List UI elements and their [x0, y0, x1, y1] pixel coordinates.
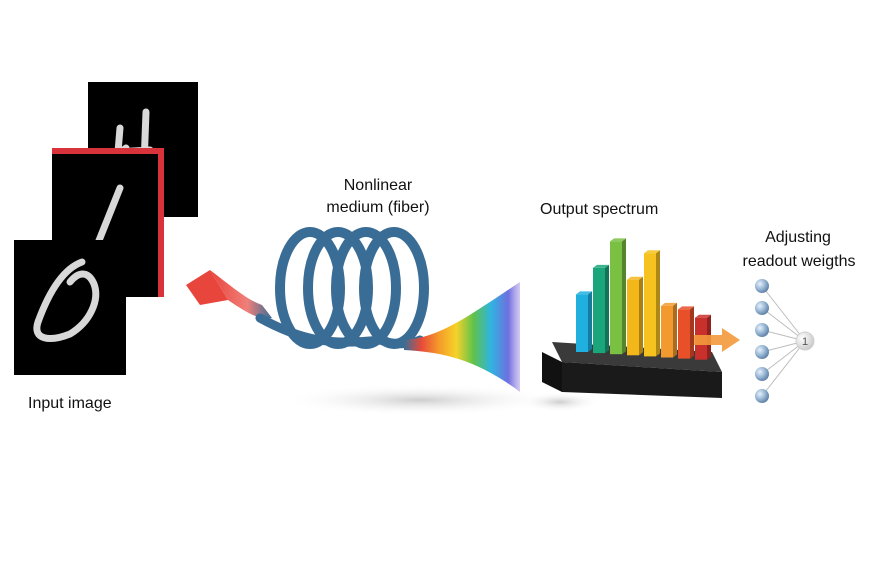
readout-input-node [755, 323, 769, 337]
readout-input-node [755, 345, 769, 359]
platform-front [562, 362, 722, 398]
spectrum-bar-5 [644, 253, 656, 357]
arrow-icon [694, 328, 740, 352]
input-card-front [14, 240, 126, 375]
spectrum-bar-4 [627, 279, 639, 356]
readout-output-node-label: 1 [802, 336, 808, 348]
readout-weight-line [761, 285, 806, 342]
spectrum-bar-top-4 [627, 276, 643, 280]
spectrum-bar-side-4 [639, 276, 643, 356]
spectrum-bar-side-7 [690, 306, 694, 359]
readout-input-node [755, 301, 769, 315]
input-image-label: Input image [28, 395, 112, 412]
spectrum-bar-side-5 [656, 250, 660, 357]
readout-output-node [795, 331, 815, 351]
platform-left [542, 352, 562, 392]
readout-input-node [755, 367, 769, 381]
input-image-stack [14, 82, 198, 375]
input-card-middle-edge [158, 152, 164, 297]
spectrum-bar-side-6 [673, 302, 677, 358]
readout-label-line1: Adjusting [765, 229, 831, 246]
spectrum-bar-top-1 [576, 291, 592, 295]
spectrum-bar-top-3 [610, 238, 626, 242]
readout-weight-line [761, 340, 806, 397]
spectrum-shadow [520, 392, 600, 412]
coil-loop-3 [331, 227, 401, 349]
spectrum-bar-3 [610, 241, 622, 355]
spectrum-bar-top-5 [644, 250, 660, 254]
spectrum-bar-side-2 [605, 264, 609, 354]
inlet-face [186, 270, 228, 305]
readout-input-node [755, 279, 769, 293]
digit-zero-glyph [33, 258, 100, 342]
fiber-inlet [186, 270, 272, 319]
readout-network: 1 [755, 279, 815, 403]
medium-label-line2: medium (fiber) [326, 199, 430, 216]
output-spectrum-label: Output spectrum [540, 201, 659, 218]
spectrum-bar-top-8 [695, 314, 711, 318]
inlet-taper [210, 270, 272, 319]
fiber-shadow [280, 384, 560, 416]
spectrum-bar-1 [576, 294, 588, 352]
spectrum-bar-top-6 [661, 302, 677, 306]
spectrum-bar-side-3 [622, 238, 626, 355]
spectrum-bar-2 [593, 267, 605, 354]
input-card-middle-top [52, 148, 164, 154]
readout-label-line2: readout weigths [742, 253, 856, 270]
output-spectrum-bars [542, 238, 722, 398]
spectrum-bar-7 [678, 309, 690, 359]
spectrum-bar-top-7 [678, 306, 694, 310]
medium-label-line1: Nonlinear [343, 177, 413, 194]
spectrum-bar-side-1 [588, 291, 592, 352]
spectrum-bar-top-2 [593, 264, 609, 268]
fiber-coil [255, 227, 429, 349]
spectrum-bar-6 [661, 305, 673, 358]
readout-input-node [755, 389, 769, 403]
dispersed-output-fan [404, 282, 520, 392]
